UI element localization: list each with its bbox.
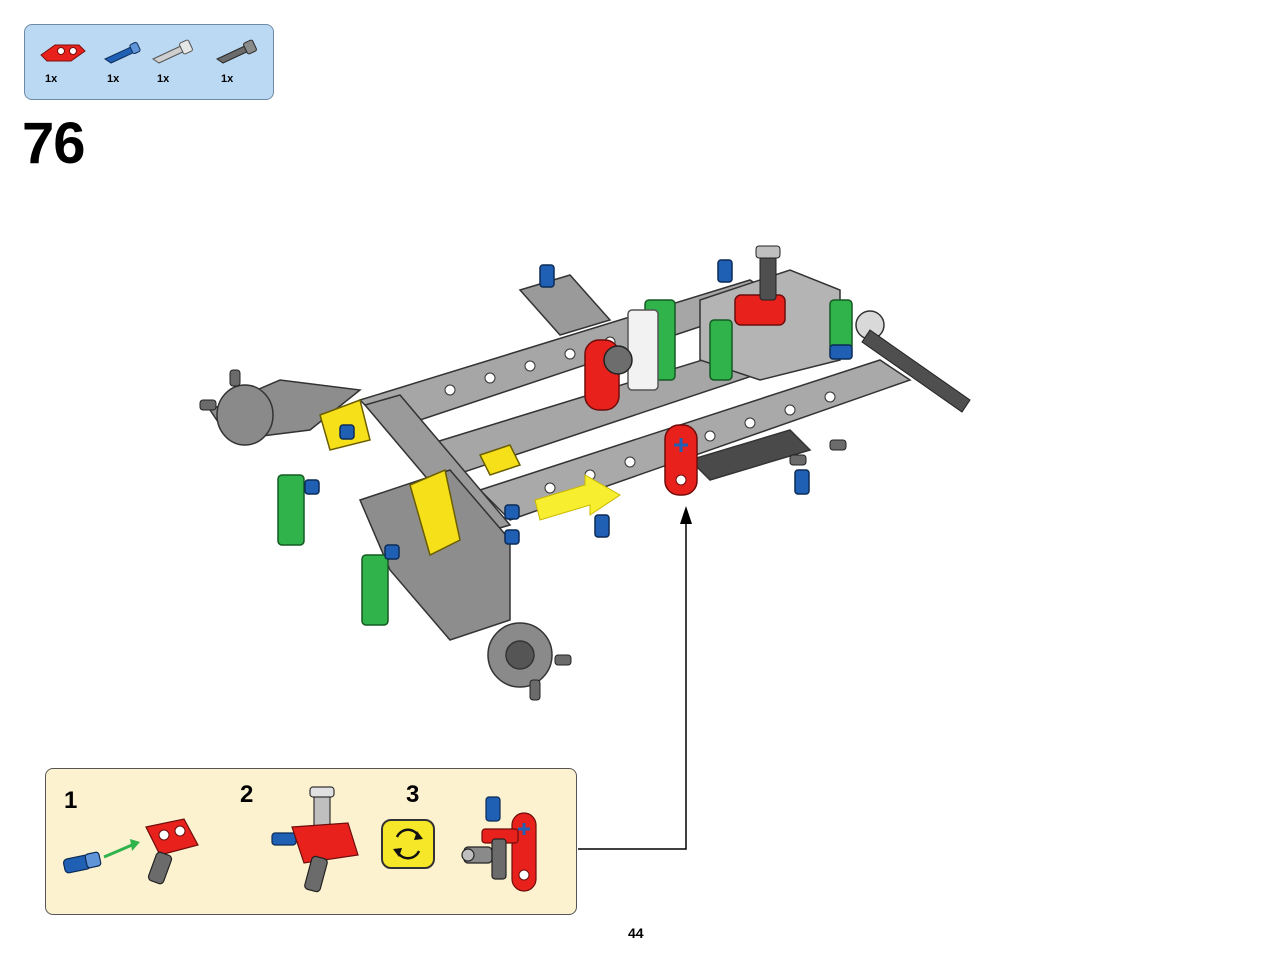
red-connector-icon [40,44,86,62]
sub-step-3-illustration [461,796,537,892]
sub-step-2-illustration [271,786,359,893]
page-number: 44 [628,925,644,941]
part-item-light-gray-axle-pin: 1x [147,37,203,97]
blue-axle-pin-icon [103,41,141,64]
sub-step-number-2: 2 [240,781,254,808]
part-qty: 1x [45,73,58,85]
rotate-model-icon [381,819,435,869]
callout-arrow [578,506,692,850]
part-qty: 1x [157,73,170,85]
parts-list-box: 1x 1x 1x 1x [24,24,274,100]
part-qty: 1x [107,73,120,85]
part-item-red-connector: 1x [35,37,91,97]
subassembly-callout-box: 1 2 3 [45,768,577,915]
dark-gray-axle-pin-icon [215,39,257,64]
sub-step-number-3: 3 [406,781,420,808]
chassis-model-illustration [199,245,971,701]
light-gray-axle-pin-icon [151,39,193,64]
sub-step-1-illustration [62,818,199,885]
part-qty: 1x [221,73,234,85]
part-item-dark-gray-axle-pin: 1x [211,37,267,97]
sub-step-number-1: 1 [64,787,78,814]
part-item-blue-axle-pin: 1x [97,37,153,97]
step-number: 76 [22,111,86,176]
